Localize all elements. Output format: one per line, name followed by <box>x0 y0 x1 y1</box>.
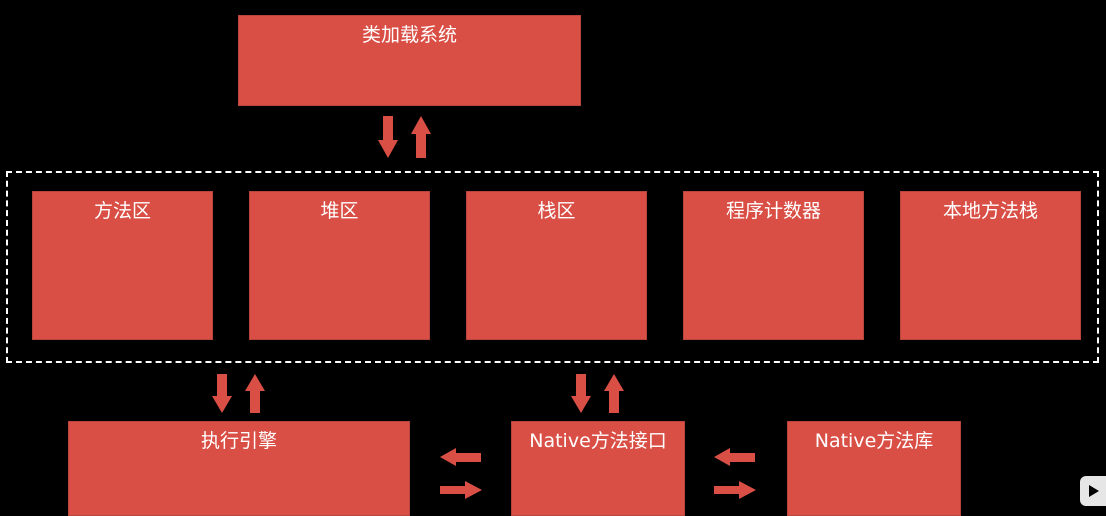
arrow-up-engine <box>245 374 265 413</box>
class-loader-label: 类加载系统 <box>361 24 457 46</box>
pc-register-label: 程序计数器 <box>725 200 821 222</box>
video-play-icon <box>1080 476 1106 506</box>
execution-engine-box: 执行引擎 <box>68 421 410 516</box>
arrow-right-library <box>714 481 756 499</box>
native-interface-label: Native方法接口 <box>529 430 667 452</box>
native-method-stack-box: 本地方法栈 <box>900 191 1081 340</box>
method-area-box: 方法区 <box>32 191 213 340</box>
arrow-down-native-interface <box>571 374 591 413</box>
native-method-stack-label: 本地方法栈 <box>942 200 1038 222</box>
stack-box: 栈区 <box>466 191 647 340</box>
native-interface-box: Native方法接口 <box>511 421 685 516</box>
arrow-left-engine <box>440 448 481 466</box>
pc-register-box: 程序计数器 <box>683 191 864 340</box>
native-library-box: Native方法库 <box>787 421 961 516</box>
arrow-right-engine <box>440 481 482 499</box>
arrow-left-library <box>714 448 755 466</box>
arrow-up-classloader <box>411 116 431 158</box>
arrow-down-engine <box>212 374 232 413</box>
heap-box: 堆区 <box>249 191 430 340</box>
method-area-label: 方法区 <box>93 200 151 222</box>
heap-label: 堆区 <box>320 200 359 222</box>
stack-label: 栈区 <box>537 200 576 222</box>
arrow-down-classloader <box>378 116 398 158</box>
execution-engine-label: 执行引擎 <box>200 430 277 452</box>
arrow-up-native-interface <box>604 374 624 413</box>
native-library-label: Native方法库 <box>814 430 934 452</box>
class-loader-box: 类加载系统 <box>238 15 581 106</box>
runtime-data-area-frame <box>6 171 1099 363</box>
